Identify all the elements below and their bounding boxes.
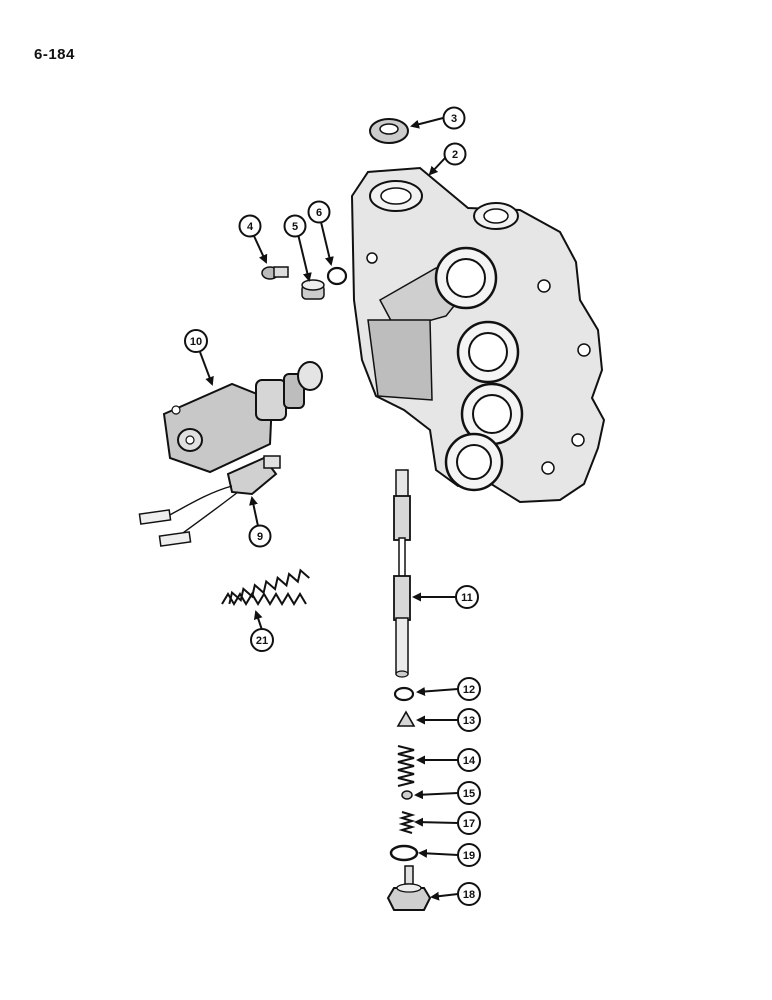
callout-19: 19	[457, 843, 481, 867]
spring-long	[221, 568, 310, 606]
valve-housing	[350, 166, 606, 504]
callout-6-label: 6	[316, 207, 322, 219]
plug-small	[261, 266, 289, 280]
callout-13: 13	[457, 708, 481, 732]
spool	[393, 469, 411, 678]
callout-12: 12	[457, 677, 481, 701]
callout-5-label: 5	[292, 221, 298, 233]
callout-6: 6	[307, 200, 331, 224]
callout-17: 17	[457, 811, 481, 835]
o-ring-large	[389, 844, 419, 862]
plug-hex	[386, 865, 432, 911]
callout-21: 21	[250, 628, 274, 652]
callout-19-label: 19	[463, 850, 475, 862]
callout-5: 5	[283, 214, 307, 238]
callout-9-label: 9	[257, 531, 263, 543]
callout-13-label: 13	[463, 715, 475, 727]
spring-seat	[401, 790, 413, 800]
leader-lines	[199, 117, 459, 901]
callout-18: 18	[457, 882, 481, 906]
callout-4-label: 4	[247, 221, 254, 233]
callout-9: 9	[248, 524, 272, 548]
callout-14-label: 14	[463, 755, 476, 767]
solenoid-valve	[162, 361, 323, 474]
callout-11: 11	[455, 585, 479, 609]
callout-12-label: 12	[463, 684, 475, 696]
callout-4: 4	[238, 214, 262, 238]
spring-medium	[397, 745, 415, 787]
callout-18-label: 18	[463, 889, 475, 901]
seal-ring	[369, 118, 409, 144]
callout-10: 10	[184, 329, 208, 353]
spring-small	[398, 811, 416, 834]
pressure-switch	[138, 455, 281, 547]
snap-ring	[393, 686, 415, 702]
callout-15-label: 15	[463, 788, 475, 800]
callout-2-label: 2	[452, 149, 458, 161]
callout-15: 15	[457, 781, 481, 805]
callout-11-label: 11	[461, 592, 473, 604]
callout-2: 2	[443, 142, 467, 166]
plug	[301, 279, 325, 300]
callout-10-label: 10	[190, 336, 202, 348]
callout-3-label: 3	[451, 113, 457, 125]
callout-21-label: 21	[256, 635, 268, 647]
callout-3: 3	[442, 106, 466, 130]
page-number: 6-184	[34, 46, 75, 63]
callout-14: 14	[457, 748, 481, 772]
o-ring	[326, 266, 348, 286]
poppet	[396, 710, 416, 727]
callout-17-label: 17	[463, 818, 475, 830]
